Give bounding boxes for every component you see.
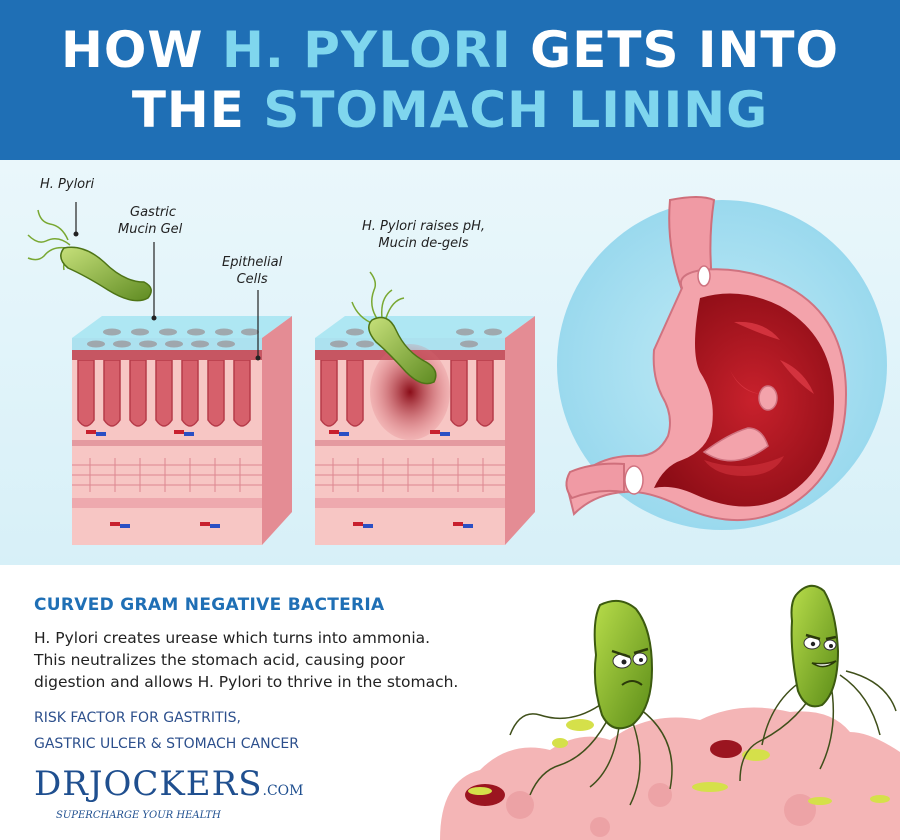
- label-gastric-mucin-gel: Gastric Mucin Gel: [118, 205, 183, 237]
- section-heading: CURVED GRAM NEGATIVE BACTERIA: [34, 595, 385, 615]
- tissue-block-healthy: [72, 202, 292, 545]
- lesion-hole: [465, 784, 505, 806]
- cartoon-bacterium-angry: [593, 599, 654, 730]
- title-line-2: THE STOMACH LINING: [131, 81, 769, 139]
- cartoon-bacteria-illustration: [440, 584, 900, 840]
- cartoon-bacterium-grinning: [790, 584, 840, 708]
- description-text: H. Pylori creates urease which turns int…: [34, 629, 459, 691]
- logo-tagline: SUPERCHARGE YOUR HEALTH: [56, 810, 221, 821]
- lesion-hole: [710, 740, 742, 758]
- tissue-block-infected: [315, 271, 535, 545]
- label-h-pylori: H. Pylori: [40, 177, 95, 192]
- diagram-illustration: [27, 196, 887, 545]
- logo-wordmark: DRJOCKERS.COM: [34, 764, 304, 804]
- risk-factor-text: RISK FACTOR FOR GASTRITIS, GASTRIC ULCER…: [34, 710, 299, 752]
- label-raises-ph: H. Pylori raises pH, Mucin de-gels: [362, 219, 485, 251]
- stomach-lining-diagram: H. Pylori Gastric Mucin Gel Epithelial C…: [0, 160, 900, 565]
- stomach-illustration: [565, 196, 848, 522]
- title-banner: HOW H. PYLORI GETS INTO THE STOMACH LINI…: [0, 0, 900, 160]
- info-section: CURVED GRAM NEGATIVE BACTERIA H. Pylori …: [0, 565, 900, 840]
- h-pylori-bacterium-free: [27, 209, 152, 302]
- label-epithelial-cells: Epithelial Cells: [222, 255, 283, 287]
- title-line-1: HOW H. PYLORI GETS INTO: [61, 21, 839, 79]
- drjockers-logo[interactable]: DRJOCKERS.COM SUPERCHARGE YOUR HEALTH: [34, 764, 304, 825]
- tissue-mound: [440, 707, 900, 840]
